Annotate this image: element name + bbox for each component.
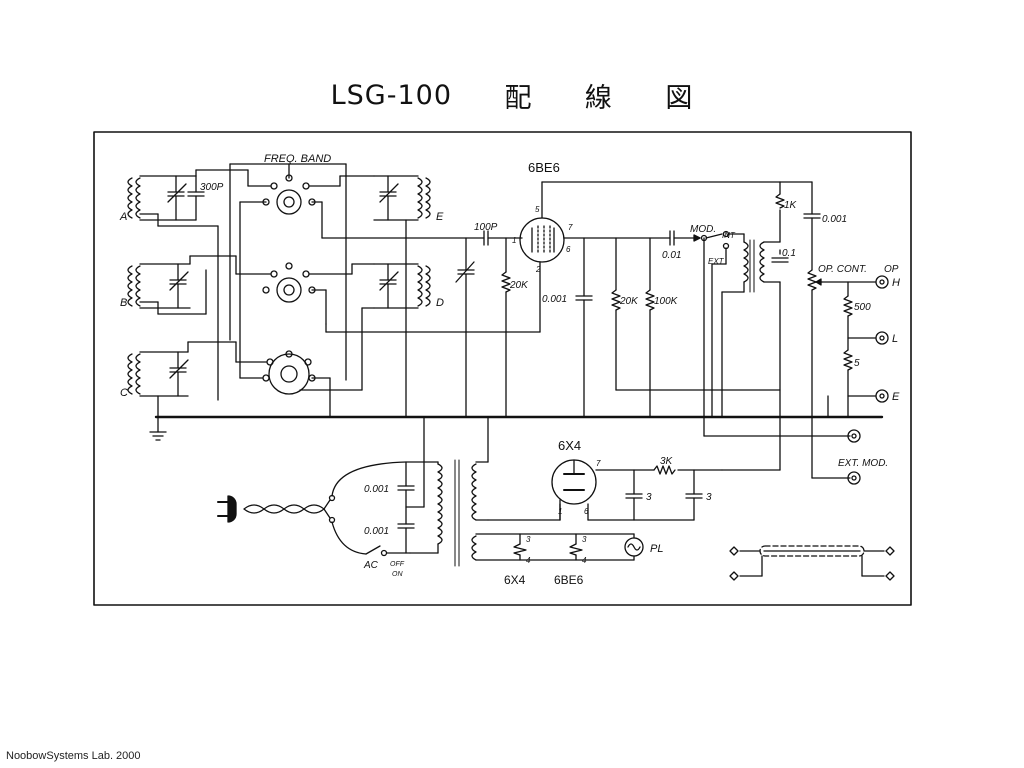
coil-d	[373, 263, 431, 309]
label-pin-1: 1	[512, 236, 516, 245]
label-cap-001-mod: 0.01	[662, 250, 681, 261]
label-res-100k: 100K	[654, 296, 679, 307]
schematic-labels: FREQ. BAND A B C D E 300P 6BE6 5 1 7 6 2…	[119, 153, 900, 587]
label-coil-c: C	[120, 387, 128, 399]
label-cap-3a: 3	[646, 492, 652, 503]
label-pin-5: 5	[535, 205, 540, 214]
label-coil-b: B	[120, 297, 127, 309]
label-heater-3a: 3	[526, 535, 531, 544]
coil-b	[127, 263, 191, 315]
heater-string	[513, 533, 644, 561]
label-heater-4b: 4	[582, 556, 587, 565]
label-cap-300p: 300P	[200, 182, 224, 193]
shielded-cable-legend	[729, 545, 895, 581]
label-freq-band: FREQ. BAND	[264, 153, 331, 165]
label-cap-100p: 100P	[474, 222, 498, 233]
label-term-l: L	[892, 333, 898, 345]
label-on: ON	[392, 571, 403, 578]
label-res-1k: 1K	[784, 200, 798, 211]
line-filter	[331, 416, 439, 557]
tube-6x4	[551, 459, 723, 521]
coil-e	[373, 175, 431, 418]
band-switch	[157, 163, 375, 418]
label-cap-01-out: 0.1	[782, 248, 796, 259]
coil-a	[127, 175, 205, 227]
label-cap-001-plate: 0.001	[542, 294, 567, 305]
label-mod-int: INT	[722, 231, 736, 240]
plate-network	[575, 230, 781, 418]
grid-circuit	[321, 230, 523, 418]
label-coil-e: E	[436, 211, 444, 223]
label-heater-tube-2: 6BE6	[554, 573, 584, 587]
label-op-cont: OP. CONT.	[818, 264, 867, 275]
label-cap-line-1: 0.001	[364, 484, 389, 495]
coil-c	[127, 351, 189, 418]
footer-credit: NoobowSystems Lab. 2000	[6, 750, 141, 762]
label-cap-line-2: 0.001	[364, 526, 389, 537]
label-pin-6x4-6: 6	[584, 507, 589, 516]
label-mod-switch: MOD.	[690, 224, 716, 235]
label-term-e: E	[892, 391, 900, 403]
label-tube-6x4: 6X4	[558, 438, 581, 453]
title-char-2: 線	[584, 83, 613, 114]
label-pin-7: 7	[568, 223, 573, 232]
diagram-title: LSG-100 配 線 図	[0, 76, 1024, 116]
label-cap-3b: 3	[706, 492, 712, 503]
label-heater-4a: 4	[526, 556, 531, 565]
label-op: OP	[884, 264, 899, 275]
title-model: LSG-100	[330, 80, 453, 111]
title-char-1: 配	[504, 83, 533, 114]
label-pilot-lamp: PL	[650, 543, 663, 555]
label-term-h: H	[892, 277, 900, 289]
label-pin-2: 2	[535, 265, 541, 274]
label-off: OFF	[390, 561, 405, 568]
label-res-5: 5	[854, 358, 860, 369]
label-heater-3b: 3	[582, 535, 587, 544]
power-transformer	[437, 416, 635, 567]
mod-transformer	[703, 181, 851, 471]
title-char-3: 図	[665, 83, 694, 114]
label-coil-a: A	[119, 211, 127, 223]
label-coil-d: D	[436, 297, 444, 309]
label-ac: AC	[363, 560, 379, 571]
ac-plug	[217, 494, 336, 524]
label-pin-6x4-1: 1	[558, 507, 562, 516]
label-cap-0001-out: 0.001	[822, 214, 847, 225]
label-heater-tube-1: 6X4	[504, 573, 526, 587]
label-res-20k-plate: 20K	[619, 296, 639, 307]
output-network	[779, 181, 889, 485]
ground-symbol	[149, 416, 167, 441]
label-ext-mod: EXT. MOD.	[838, 458, 888, 469]
label-res-3k: 3K	[660, 456, 674, 467]
label-tube-6be6: 6BE6	[528, 160, 560, 175]
label-pin-6x4-7: 7	[596, 459, 601, 468]
label-res-500: 500	[854, 302, 871, 313]
tube-6be6	[325, 181, 781, 333]
label-res-20k-grid: 20K	[509, 280, 529, 291]
label-pin-6: 6	[566, 245, 571, 254]
label-mod-ext: EXT	[708, 257, 725, 266]
schematic-frame	[93, 131, 912, 606]
